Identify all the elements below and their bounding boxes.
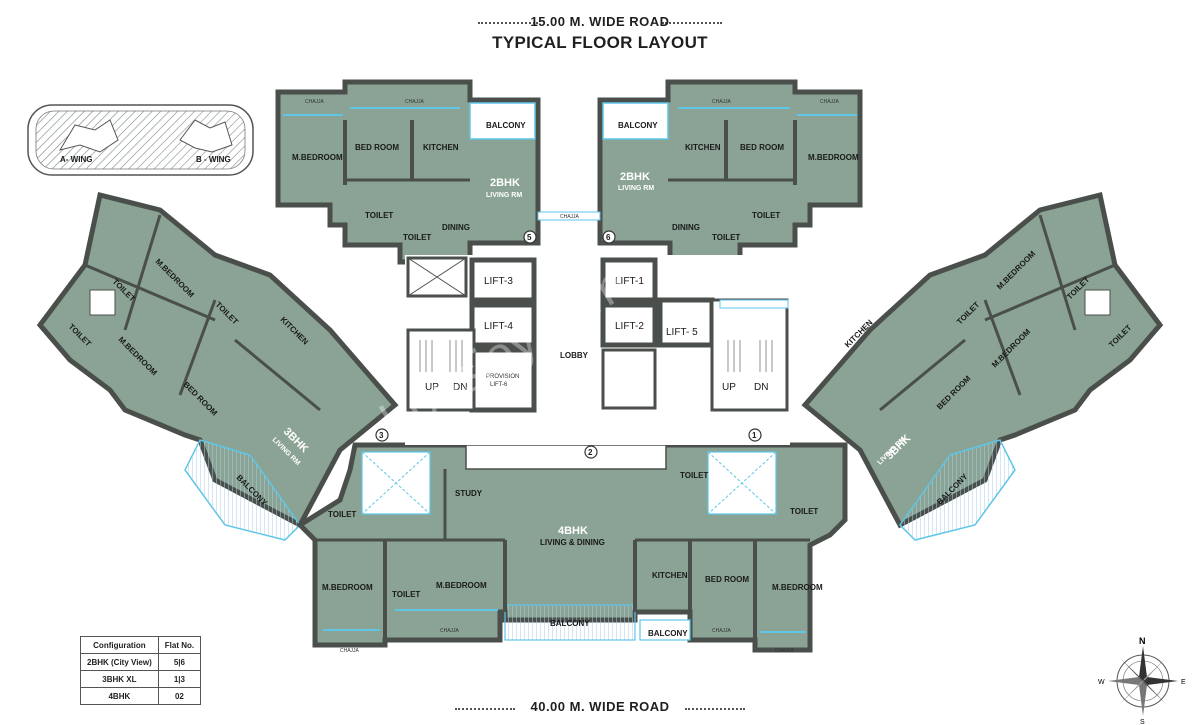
room-label: DINING (672, 223, 700, 232)
unit-label: 2BHK (620, 171, 650, 183)
room-label: TOILET (403, 233, 431, 242)
room-label: M.BEDROOM (292, 153, 343, 162)
lift-5-label: LIFT- 5 (666, 327, 698, 338)
table-header-row: Configuration Flat No. (80, 636, 202, 654)
room-label: TOILET (790, 507, 818, 516)
compass-icon: N S E W (1098, 636, 1186, 724)
flat-6-2bhk: M.BEDROOM BED ROOM KITCHEN BALCONY 2BHK … (597, 79, 863, 265)
lift-2-label: LIFT-2 (615, 321, 644, 332)
stair-up-label: UP (425, 382, 439, 393)
room-label: TOILET (680, 471, 708, 480)
room-label: DINING (442, 223, 470, 232)
chajja-label: CHAJJA (712, 628, 732, 634)
room-label: KITCHEN (685, 143, 721, 152)
table-cell: 1|3 (157, 670, 202, 688)
unit-label: 2BHK (490, 177, 520, 189)
flat-number-2: 2 (588, 448, 593, 457)
road-dash-right (685, 708, 745, 710)
room-label: TOILET (712, 233, 740, 242)
flat-1-3bhk: M.BEDROOM M.BEDROOM BED ROOM KITCHEN TOI… (801, 191, 1164, 541)
chajja-label: CHAJJA (405, 99, 425, 105)
room-label: M.BEDROOM (436, 581, 487, 590)
flat-3-3bhk: M.BEDROOM M.BEDROOM BED ROOM KITCHEN TOI… (36, 191, 399, 541)
room-label: BED ROOM (355, 143, 399, 152)
table-cell: 3BHK XL (80, 670, 159, 688)
room-label: BALCONY (550, 619, 590, 628)
flat-2-4bhk: M.BEDROOM M.BEDROOM TOILET STUDY TOILET … (296, 442, 848, 654)
flat-number-5: 5 (527, 233, 532, 242)
table-cell: 02 (157, 687, 202, 705)
room-label: M.BEDROOM (808, 153, 859, 162)
chajja-label: CHAJJA (305, 99, 325, 105)
flat-number-1: 1 (752, 431, 757, 440)
room-label: BALCONY (486, 121, 526, 130)
room-label: M.BEDROOM (322, 583, 373, 592)
room-label: BED ROOM (705, 575, 749, 584)
stair-dn-label: DN (754, 382, 768, 393)
chajja-label: CHAJJA (775, 648, 795, 654)
table-row: 3BHK XL 1|3 (80, 670, 202, 688)
chajja-label: CHAJJA (712, 99, 732, 105)
key-plan-wing-b: B - WING (196, 155, 231, 164)
room-label: TOILET (392, 590, 420, 599)
page-title: TYPICAL FLOOR LAYOUT (492, 33, 708, 52)
unit-sub-label: LIVING & DINING (540, 538, 605, 547)
provision-label: PROVISION (486, 374, 519, 380)
central-core: LIFT-3 LIFT-4 PROVISION LIFT-6 LIFT-1 LI… (405, 255, 790, 445)
room-label: STUDY (455, 489, 483, 498)
room-label: TOILET (365, 211, 393, 220)
room-label: KITCHEN (423, 143, 459, 152)
chajja-label: CHAJJA (440, 628, 460, 634)
compass-west: W (1098, 679, 1105, 686)
stair-dn-label: DN (453, 382, 467, 393)
table-row: 4BHK 02 (80, 687, 202, 705)
lobby-label: LOBBY (560, 351, 589, 360)
table-row: 2BHK (City View) 5|6 (80, 653, 202, 671)
road-dash-left (478, 22, 538, 24)
room-label: TOILET (328, 510, 356, 519)
table-cell: 5|6 (157, 653, 202, 671)
key-plan-wing-a: A- WING (60, 155, 92, 164)
room-label: TOILET (752, 211, 780, 220)
room-label: BED ROOM (740, 143, 784, 152)
flat-5-2bhk: M.BEDROOM BED ROOM KITCHEN BALCONY 2BHK … (275, 79, 541, 265)
room-label: BALCONY (648, 629, 688, 638)
compass-south: S (1140, 719, 1145, 724)
flat-number-markers: 5 6 3 2 1 (375, 230, 762, 459)
top-road-label: 15.00 M. WIDE ROAD (530, 14, 670, 29)
lift-1-label: LIFT-1 (615, 276, 644, 287)
road-dash-left (455, 708, 515, 710)
compass-north: N (1139, 636, 1146, 646)
bottom-road-label: 40.00 M. WIDE ROAD (530, 699, 670, 714)
key-plan: A- WING B - WING (27, 104, 254, 176)
unit-sub-label: LIVING RM (618, 185, 654, 192)
lift-4-label: LIFT-4 (484, 321, 513, 332)
room-label: M.BEDROOM (772, 583, 823, 592)
flat-number-3: 3 (379, 431, 384, 440)
configuration-table: Configuration Flat No. 2BHK (City View) … (80, 636, 202, 705)
chajja-label: CHAJJA (340, 648, 360, 654)
compass-east: E (1181, 679, 1186, 686)
lift-3-label: LIFT-3 (484, 276, 513, 287)
flat-number-6: 6 (606, 233, 611, 242)
road-dash-right (662, 22, 722, 24)
room-label: BALCONY (618, 121, 658, 130)
room-label: KITCHEN (652, 571, 688, 580)
table-header: Flat No. (157, 636, 202, 654)
unit-label: 4BHK (558, 525, 588, 537)
chajja-label: CHAJJA (560, 214, 580, 220)
stair-up-label: UP (722, 382, 736, 393)
table-cell: 2BHK (City View) (80, 653, 159, 671)
chajja-label: CHAJJA (820, 99, 840, 105)
table-header: Configuration (80, 636, 159, 654)
lift-6-label: LIFT-6 (490, 382, 508, 388)
unit-sub-label: LIVING RM (486, 192, 522, 199)
